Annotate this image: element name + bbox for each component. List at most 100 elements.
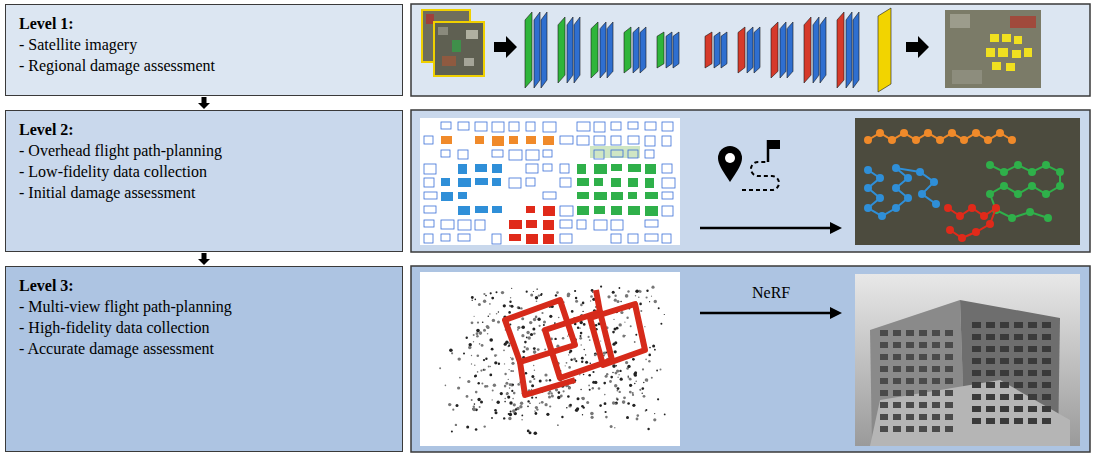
point	[582, 397, 585, 400]
point	[533, 347, 536, 350]
point	[664, 414, 666, 416]
point	[640, 310, 642, 312]
cnn-layer	[624, 27, 631, 73]
point	[488, 366, 490, 368]
point	[549, 315, 552, 318]
building	[645, 206, 658, 216]
point	[537, 318, 540, 321]
point	[466, 337, 468, 339]
point	[541, 401, 544, 404]
point	[509, 401, 512, 404]
point	[537, 348, 540, 351]
point	[504, 363, 505, 364]
cnn-layer	[780, 22, 786, 78]
point	[584, 349, 585, 350]
point	[647, 380, 648, 381]
point	[524, 341, 527, 344]
panel	[411, 110, 1090, 252]
point	[652, 344, 655, 347]
building	[526, 122, 535, 131]
building	[611, 164, 622, 171]
building	[509, 136, 518, 144]
point	[557, 424, 559, 426]
point	[561, 416, 563, 418]
point	[577, 327, 579, 329]
point	[555, 294, 557, 296]
waypoint	[946, 226, 954, 234]
building	[628, 206, 640, 215]
cnn-layer	[853, 12, 859, 88]
method-label: NeRF	[752, 283, 790, 303]
point	[487, 333, 489, 335]
building	[611, 122, 621, 130]
waypoint	[936, 136, 944, 144]
flight-waypoints	[864, 129, 1064, 242]
building	[560, 178, 571, 187]
point	[563, 390, 565, 392]
window	[1014, 382, 1023, 388]
point	[622, 335, 625, 338]
cnn-layer	[787, 22, 793, 78]
point	[475, 391, 478, 394]
building	[441, 178, 450, 186]
window	[945, 342, 953, 348]
point	[575, 409, 578, 412]
point	[583, 323, 586, 326]
point	[504, 398, 506, 400]
building	[560, 164, 569, 173]
waypoint	[1014, 190, 1022, 198]
waypoint	[892, 184, 900, 192]
point	[466, 426, 469, 429]
point	[541, 312, 543, 314]
building	[662, 122, 673, 131]
building	[509, 178, 521, 188]
point	[518, 307, 520, 309]
window	[880, 378, 888, 384]
waypoint	[984, 136, 992, 144]
waypoint	[904, 194, 912, 202]
point	[558, 317, 560, 319]
point	[526, 337, 528, 339]
window	[919, 330, 927, 336]
point	[619, 370, 621, 372]
window	[1028, 334, 1037, 340]
building	[475, 136, 484, 144]
point	[498, 311, 499, 312]
point	[654, 413, 655, 414]
point	[594, 352, 597, 355]
point	[492, 399, 493, 400]
cnn-layer	[567, 17, 573, 83]
point	[474, 365, 475, 366]
window	[919, 342, 927, 348]
point	[544, 373, 547, 376]
point	[645, 409, 647, 411]
point	[607, 295, 610, 298]
point	[635, 380, 637, 382]
building	[645, 164, 656, 174]
point	[439, 367, 441, 369]
point	[521, 334, 524, 337]
point	[567, 336, 568, 337]
point	[479, 343, 481, 345]
point	[590, 362, 592, 364]
point	[508, 413, 510, 415]
waypoint	[892, 204, 900, 212]
point	[569, 404, 572, 407]
point	[484, 369, 486, 371]
point	[589, 339, 591, 341]
waypoint	[864, 166, 872, 174]
point	[549, 405, 551, 407]
point	[618, 374, 619, 375]
point	[632, 394, 634, 396]
waypoint	[864, 136, 872, 144]
point	[479, 406, 481, 408]
point	[647, 428, 649, 430]
building	[611, 220, 623, 230]
waypoint	[1042, 161, 1050, 169]
building	[424, 178, 434, 187]
point	[520, 402, 523, 405]
window	[945, 390, 953, 396]
point	[550, 392, 552, 394]
point	[533, 332, 535, 334]
point	[610, 425, 613, 428]
